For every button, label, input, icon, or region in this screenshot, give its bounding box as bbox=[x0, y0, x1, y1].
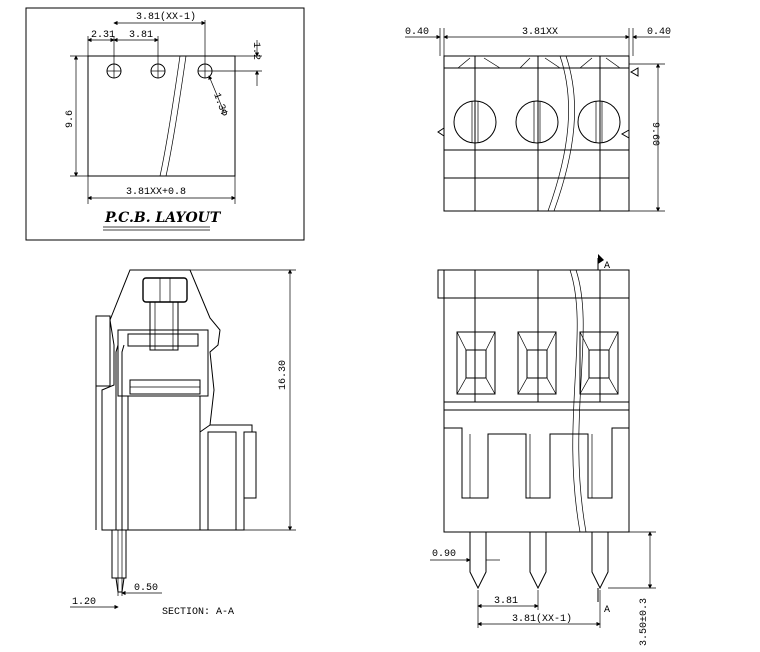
pin bbox=[469, 532, 487, 590]
pin bbox=[529, 532, 547, 590]
pcb-hole bbox=[150, 63, 166, 79]
dim-pitch: 3.81 bbox=[494, 596, 518, 607]
pcb-board-outline bbox=[87, 55, 236, 177]
dim-left-offset: 2.31 bbox=[91, 30, 115, 41]
wire-entry bbox=[456, 331, 496, 395]
pcb-hole bbox=[197, 63, 213, 79]
dim-top-offset: 1.2 bbox=[250, 42, 261, 60]
section-marker-top: A bbox=[604, 261, 610, 272]
dim-hole-diameter: 1.3Φ bbox=[210, 92, 229, 118]
wire-entry bbox=[579, 331, 619, 395]
dim-height: 9.6 bbox=[65, 110, 76, 128]
clamp-section bbox=[127, 333, 199, 347]
top-view-outline bbox=[443, 55, 630, 212]
screw-shaft-section bbox=[149, 301, 179, 351]
pcb-layout-panel: 3.81(XX-1) 2.31 3.81 1.2 1.3Φ 9.6 3.81XX… bbox=[25, 7, 305, 241]
dim-pin-length: 3.50±0.3 bbox=[639, 598, 650, 646]
pin-section bbox=[111, 529, 127, 579]
section-view: 16.30 0.50 1.20 SECTION: A-A bbox=[70, 269, 296, 618]
screw-head bbox=[515, 100, 559, 144]
break-line bbox=[159, 55, 181, 177]
dim-pin-width: 0.50 bbox=[134, 583, 158, 594]
dim-pitch: 3.81 bbox=[129, 30, 153, 41]
screw-head bbox=[577, 100, 621, 144]
dim-width: 3.81XX bbox=[522, 27, 558, 38]
screw-head bbox=[453, 100, 497, 144]
dim-pin-offset: 1.20 bbox=[72, 597, 96, 608]
dim-pin-width: 0.90 bbox=[432, 549, 456, 560]
front-view: A A 0.90 3.81 3.81(XX-1) 3.50±0.3 bbox=[430, 254, 656, 646]
pcb-hole bbox=[106, 63, 122, 79]
break-line bbox=[165, 55, 187, 177]
dim-height: 16.30 bbox=[278, 360, 289, 390]
pcb-layout-frame bbox=[25, 7, 305, 241]
pin bbox=[591, 532, 609, 590]
top-view: 0.40 3.81XX 0.40 9.60 bbox=[405, 27, 671, 212]
section-marker-bottom: A bbox=[604, 605, 610, 616]
dim-pitch-total: 3.81(XX-1) bbox=[512, 613, 572, 625]
housing-section bbox=[101, 269, 221, 531]
break-line bbox=[575, 269, 587, 533]
dim-pitch-total: 3.81(XX-1) bbox=[136, 11, 196, 23]
dim-right-margin: 0.40 bbox=[647, 27, 671, 38]
section-title: SECTION: A-A bbox=[162, 607, 234, 618]
break-line bbox=[569, 269, 581, 533]
pcb-layout-title: P.C.B. LAYOUT bbox=[104, 210, 222, 226]
break-line bbox=[547, 55, 569, 212]
dim-width-total: 3.81XX+0.8 bbox=[126, 187, 186, 198]
dim-height: 9.60 bbox=[649, 122, 660, 146]
screw-head-section bbox=[142, 277, 188, 303]
dim-left-margin: 0.40 bbox=[405, 27, 429, 38]
break-line bbox=[553, 55, 575, 212]
front-view-outline bbox=[443, 269, 630, 533]
wire-entry bbox=[517, 331, 557, 395]
